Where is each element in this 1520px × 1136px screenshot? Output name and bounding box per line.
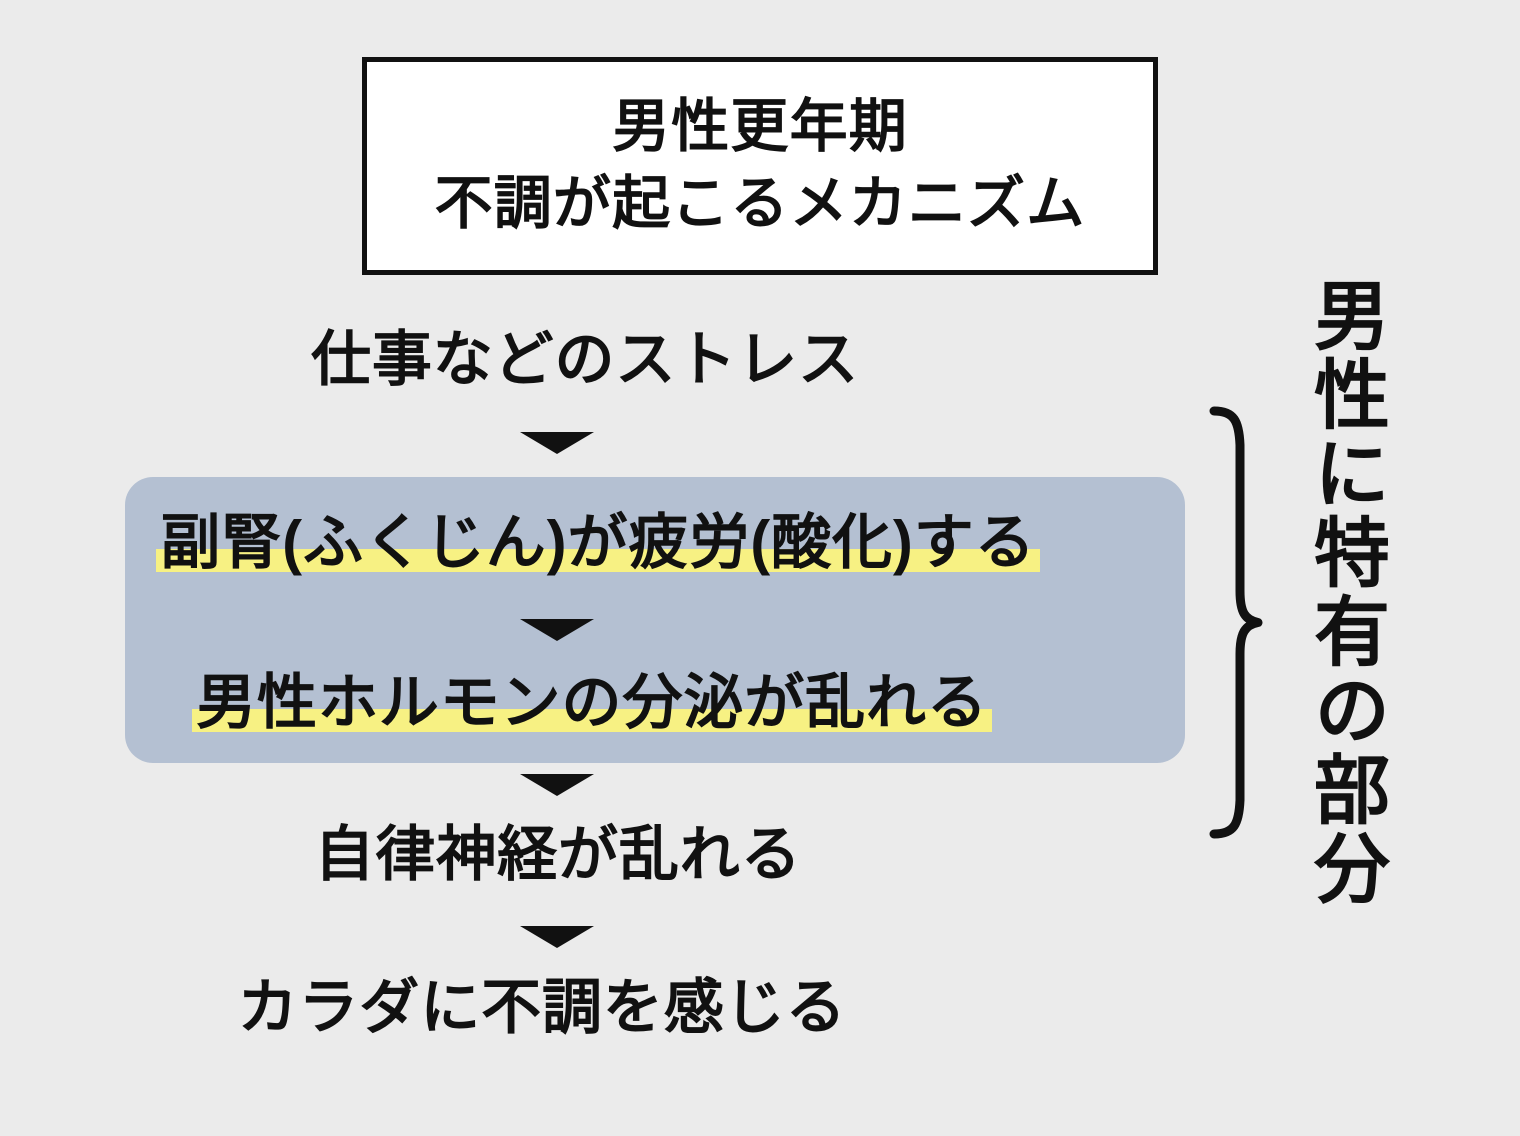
flow-step-label: 副腎(ふくじん)が疲労(酸化)する — [156, 509, 1040, 576]
flow-step-adrenal: 副腎(ふくじん)が疲労(酸化)する — [0, 513, 1200, 573]
chevron-down-icon — [520, 922, 594, 948]
title-box: 男性更年期 不調が起こるメカニズム — [362, 57, 1158, 275]
title-line-1: 男性更年期 — [612, 94, 908, 160]
chevron-down-icon — [520, 428, 594, 454]
chevron-down-icon — [520, 770, 594, 796]
flow-step-label: 仕事などのストレス — [310, 326, 860, 393]
flow-step-symptom: カラダに不調を感じる — [0, 978, 1200, 1038]
right-curly-brace-icon — [1208, 405, 1264, 840]
chevron-down-icon — [520, 615, 594, 641]
title-line-2: 不調が起こるメカニズム — [434, 171, 1086, 236]
flow-step-label: 自律神経が乱れる — [314, 821, 802, 888]
flow-step-label: 男性ホルモンの分泌が乱れる — [192, 669, 992, 736]
flow-step-autonomic: 自律神経が乱れる — [0, 825, 1200, 885]
flow-arrow-2 — [0, 615, 1200, 641]
flow-arrow-1 — [0, 428, 1200, 454]
side-annotation-caption: 男性に特有の部分 — [1302, 276, 1387, 909]
flow-arrow-3 — [0, 770, 1200, 796]
flow-arrow-4 — [0, 922, 1200, 948]
flow-step-hormone: 男性ホルモンの分泌が乱れる — [0, 673, 1200, 733]
flow-step-stress: 仕事などのストレス — [0, 330, 1200, 390]
flow-step-label: カラダに不調を感じる — [237, 974, 847, 1041]
